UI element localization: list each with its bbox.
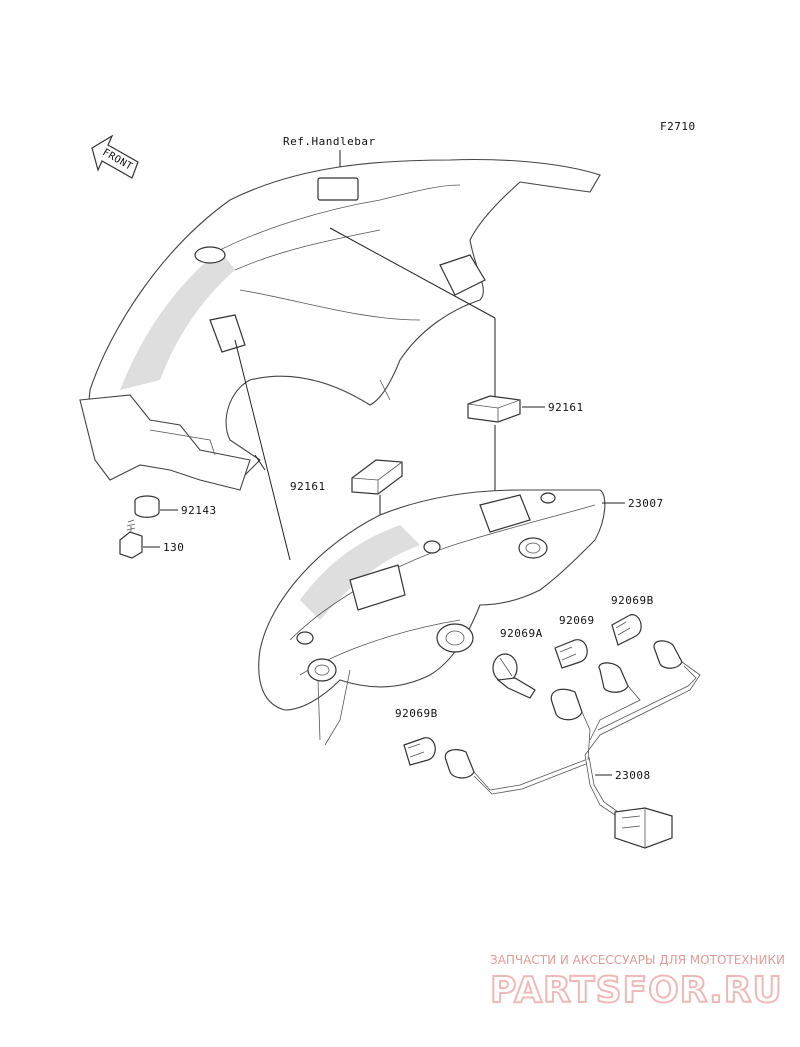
part-label-damper-lower: 92161	[290, 480, 326, 493]
front-arrow-icon: FRONT	[91, 134, 139, 179]
bulb-center	[554, 639, 588, 669]
part-label-headlight-housing: 23007	[628, 497, 664, 510]
watermark-tagline: ЗАПЧАСТИ И АКСЕССУАРЫ ДЛЯ МОТОТЕХНИКИ	[490, 953, 785, 967]
watermark-logo: PARTSFOR.RU	[490, 970, 783, 1011]
part-label-bulb-main: 92069A	[500, 627, 543, 640]
damper-lower	[351, 459, 403, 495]
figure-code: F2710	[660, 120, 696, 133]
mount-tab	[317, 177, 359, 201]
damper-upper	[467, 395, 521, 423]
part-label-bolt: 130	[163, 541, 184, 554]
reference-note: Ref.Handlebar	[283, 135, 376, 148]
bulb-right	[611, 614, 642, 646]
part-label-socket-harness: 23008	[615, 769, 651, 782]
mount-hole	[194, 246, 226, 264]
headlight-housing	[258, 489, 606, 746]
part-label-collar: 92143	[181, 504, 217, 517]
bulb-left	[403, 737, 436, 766]
part-label-damper-upper: 92161	[548, 401, 584, 414]
stay-boss	[209, 314, 246, 353]
bolt	[119, 519, 143, 559]
socket-harness	[444, 640, 701, 849]
part-label-bulb-center: 92069	[559, 614, 595, 627]
bulb-main	[492, 653, 536, 699]
collar	[134, 495, 160, 518]
upper-cowl	[79, 158, 601, 491]
part-label-bulb-right: 92069B	[611, 594, 654, 607]
bracket-boss	[439, 254, 486, 296]
part-label-bulb-left: 92069B	[395, 707, 438, 720]
